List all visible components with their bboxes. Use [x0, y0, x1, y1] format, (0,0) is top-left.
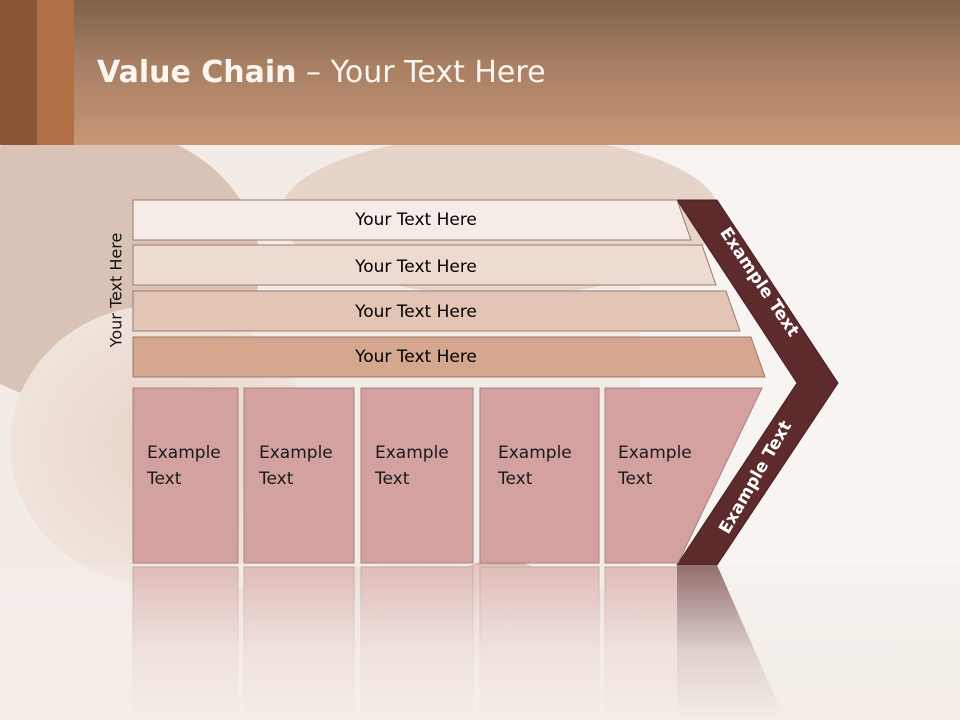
bar-2-label: Your Text Here — [354, 257, 477, 277]
box-1-text: Example Text — [147, 440, 221, 492]
bar-3-label: Your Text Here — [354, 302, 477, 322]
box-5-line1: Example — [618, 443, 692, 463]
box-4-text: Example Text — [498, 440, 572, 492]
slide-title: Value Chain – Your Text Here — [97, 55, 546, 90]
box-2 — [243, 387, 355, 564]
box-3-text: Example Text — [375, 440, 449, 492]
bar-2 — [132, 244, 717, 286]
box-1-line1: Example — [147, 443, 221, 463]
box-4 — [479, 387, 600, 564]
box-3-line2: Text — [375, 469, 410, 489]
box-2-line1: Example — [259, 443, 333, 463]
header-stripe — [0, 0, 37, 145]
slide-header — [0, 0, 960, 145]
box-5-line2: Text — [618, 469, 653, 489]
box-3 — [360, 387, 474, 564]
box-1 — [132, 387, 239, 564]
box-2-line2: Text — [259, 469, 294, 489]
box-5-text: Example Text — [618, 440, 692, 492]
bar-4 — [132, 336, 766, 378]
bar-1-label: Your Text Here — [354, 210, 477, 230]
box-4-line2: Text — [498, 469, 533, 489]
title-rest: – Your Text Here — [296, 55, 546, 90]
bar-4-label: Your Text Here — [354, 347, 477, 367]
title-bold: Value Chain — [97, 55, 297, 90]
box-1-line2: Text — [147, 469, 182, 489]
box-5 — [604, 387, 763, 564]
box-3-line1: Example — [375, 443, 449, 463]
bar-3 — [132, 290, 741, 332]
bar-1 — [132, 199, 692, 241]
header-stripe — [37, 0, 74, 145]
box-2-text: Example Text — [259, 440, 333, 492]
box-4-line1: Example — [498, 443, 572, 463]
